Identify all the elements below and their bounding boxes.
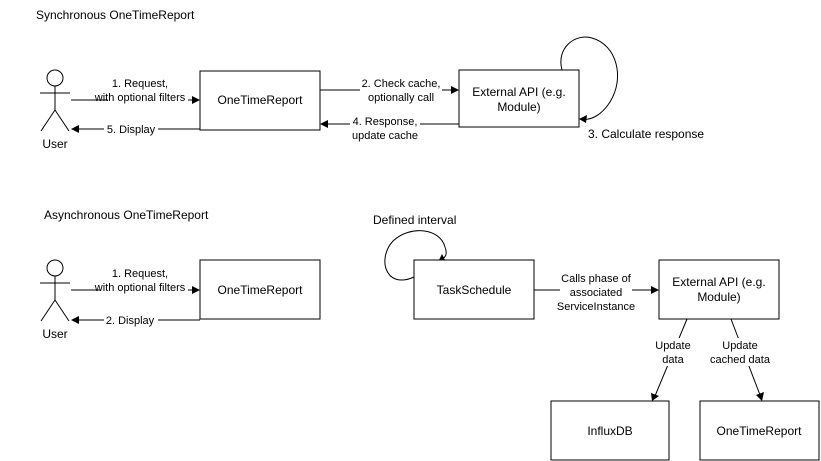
user-actor-icon-sync [40, 69, 70, 132]
onetimereport-label-async: OneTimeReport [218, 283, 304, 297]
edge-request-sync-label-line2: with optional filters [94, 92, 186, 104]
external-api-label-sync-line1: External API (e.g. [472, 85, 565, 99]
edge-update-cached-data-label-line1: Update [722, 340, 757, 352]
edge-display-sync-label: 5. Display [107, 124, 156, 136]
external-api-label-async-line1: External API (e.g. [672, 275, 765, 289]
edge-check-cache-label-line2: optionally call [368, 92, 434, 104]
edge-update-data-label-line2: data [662, 354, 684, 366]
onetimereport-label-sync: OneTimeReport [218, 93, 304, 107]
edge-update-data-label-line1: Update [655, 340, 690, 352]
section-title-asynchronous: Asynchronous OneTimeReport [44, 208, 209, 222]
user-actor-icon-async [40, 259, 70, 322]
onetimereport-box-async: OneTimeReport [199, 259, 321, 320]
external-api-box-async: External API (e.g. Module) [658, 259, 780, 320]
edge-check-cache-label-line1: 2. Check cache, [362, 78, 441, 90]
user-label-sync: User [42, 137, 67, 151]
edge-response-label-line1: 4. Response, [353, 116, 418, 128]
external-api-label-async-line2: Module) [697, 290, 740, 304]
calculate-response-label: 3. Calculate response [588, 127, 704, 141]
edge-calls-phase-label-line3: ServiceInstance [557, 301, 635, 313]
onetimereport-box-bottom: OneTimeReport [699, 400, 820, 461]
edge-request-async-label-line2: with optional filters [94, 282, 186, 294]
edge-calls-phase-label-line2: associated [570, 287, 623, 299]
defined-interval-label: Defined interval [373, 213, 456, 227]
section-title-synchronous: Synchronous OneTimeReport [36, 8, 195, 22]
taskschedule-label: TaskSchedule [437, 283, 512, 297]
external-api-label-sync-line2: Module) [497, 100, 540, 114]
onetimereport-label-bottom: OneTimeReport [717, 424, 803, 438]
edge-update-cached-data-label-line2: cached data [710, 354, 771, 366]
influxdb-label: InfluxDB [587, 424, 632, 438]
influxdb-box: InfluxDB [550, 400, 670, 461]
taskschedule-box: TaskSchedule [413, 259, 535, 320]
edge-response-label-line2: update cache [352, 130, 418, 142]
calculate-response-loop [560, 36, 618, 123]
onetimereport-box-sync: OneTimeReport [199, 70, 321, 131]
external-api-box-sync: External API (e.g. Module) [458, 69, 580, 128]
user-label-async: User [42, 327, 67, 341]
edge-display-async-label: 2. Display [106, 315, 155, 327]
edge-request-sync-label-line1: 1. Request, [112, 78, 168, 90]
edge-calls-phase-label-line1: Calls phase of [561, 273, 632, 285]
edge-request-async-label-line1: 1. Request, [112, 268, 168, 280]
